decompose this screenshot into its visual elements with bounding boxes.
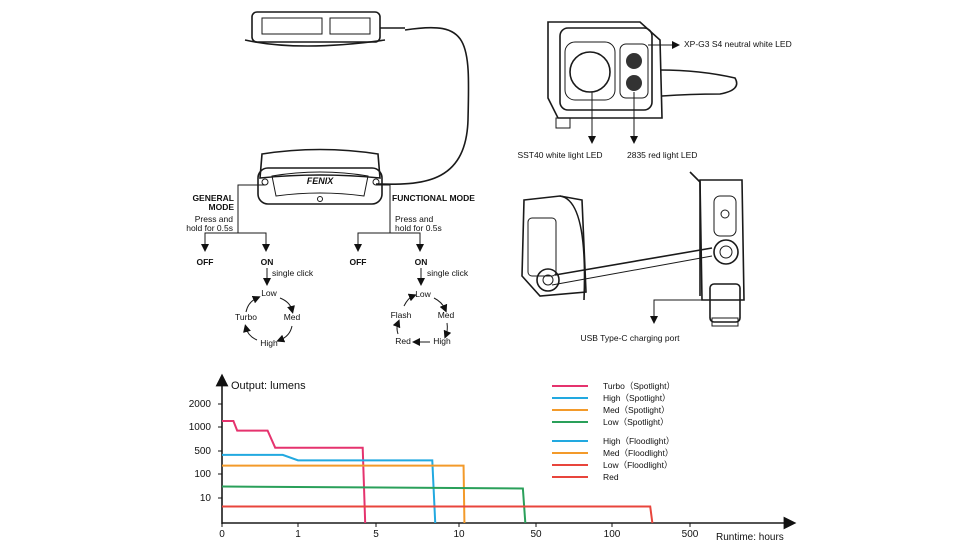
- functional-on: ON: [415, 257, 428, 267]
- x-tick-label: 10: [453, 529, 465, 540]
- chart-xlabel: Runtime: hours: [716, 532, 784, 543]
- x-tick-label: 0: [219, 529, 225, 540]
- brand-logo: FENIX: [307, 176, 335, 186]
- x-tick-label: 100: [604, 529, 621, 540]
- front-view-illustration: [547, 21, 738, 129]
- clip-illustration: [244, 11, 405, 47]
- legend-label: Turbo（Spotlight）: [603, 381, 675, 391]
- general-cycle-med: Med: [284, 312, 301, 322]
- series-line: [222, 419, 367, 524]
- general-mode-title-1: GENERAL: [192, 193, 234, 203]
- functional-cycle-red: Red: [395, 336, 411, 346]
- functional-single-click: single click: [427, 268, 469, 278]
- general-cycle-turbo: Turbo: [235, 312, 257, 322]
- legend-label: Med（Spotlight）: [603, 405, 670, 415]
- series-line: [222, 464, 466, 524]
- functional-off: OFF: [350, 257, 367, 267]
- functional-press-1: Press and: [395, 214, 434, 224]
- general-cycle-high: High: [260, 338, 278, 348]
- legend-label: High（Floodlight）: [603, 436, 674, 446]
- x-tick-label: 500: [682, 529, 699, 540]
- y-tick-label: 2000: [189, 399, 212, 410]
- label-usb: USB Type-C charging port: [580, 333, 680, 343]
- general-on: ON: [261, 257, 274, 267]
- general-off: OFF: [197, 257, 214, 267]
- functional-cycle-high: High: [433, 336, 451, 346]
- series-line: [221, 485, 527, 524]
- label-red2835: 2835 red light LED: [627, 150, 697, 160]
- x-tick-label: 5: [373, 529, 379, 540]
- series-line: [222, 453, 437, 524]
- general-press-1: Press and: [195, 214, 234, 224]
- headlamp-body: FENIX: [257, 148, 383, 205]
- legend-label: Low（Spotlight）: [603, 417, 669, 427]
- general-mode: GENERAL MODE Press and hold for 0.5s OFF…: [186, 184, 314, 348]
- y-tick-label: 100: [194, 469, 211, 480]
- legend-label: Red: [603, 472, 619, 482]
- functional-mode-title: FUNCTIONAL MODE: [392, 193, 475, 203]
- functional-cycle-flash: Flash: [391, 310, 412, 320]
- chart-ylabel: Output: lumens: [231, 380, 306, 392]
- y-tick-labels: 10 100 500 1000 2000: [189, 399, 222, 504]
- y-tick-label: 500: [194, 446, 211, 457]
- functional-cycle-med: Med: [438, 310, 455, 320]
- functional-mode: FUNCTIONAL MODE Press and hold for 0.5s …: [350, 184, 475, 346]
- general-press-2: hold for 0.5s: [186, 223, 233, 233]
- general-cycle-low: Low: [261, 288, 277, 298]
- legend-label: High（Spotlight）: [603, 393, 671, 403]
- side-view-illustration: [521, 171, 745, 327]
- cable: [375, 26, 470, 185]
- chart-lines: [221, 419, 654, 524]
- legend-label: Med（Floodlight）: [603, 448, 673, 458]
- y-tick-label: 1000: [189, 422, 212, 433]
- runtime-chart: Output: lumens Runtime: hours 1010050010…: [189, 373, 797, 543]
- label-sst40: SST40 white light LED: [517, 150, 602, 160]
- series-line: [222, 505, 654, 524]
- general-single-click: single click: [272, 268, 314, 278]
- chart-legend: Turbo（Spotlight） High（Spotlight） Med（Spotl…: [552, 381, 675, 482]
- legend-label: Low（Floodlight）: [603, 460, 672, 470]
- label-xpg3: XP-G3 S4 neutral white LED: [684, 39, 792, 49]
- functional-press-2: hold for 0.5s: [395, 223, 442, 233]
- functional-cycle-low: Low: [415, 289, 431, 299]
- x-tick-label: 1: [295, 529, 301, 540]
- x-tick-label: 50: [530, 529, 542, 540]
- general-mode-title-2: MODE: [209, 202, 235, 212]
- x-tick-labels: 0 1 5 10 50 100 500: [219, 523, 699, 540]
- y-tick-label: 10: [200, 493, 212, 504]
